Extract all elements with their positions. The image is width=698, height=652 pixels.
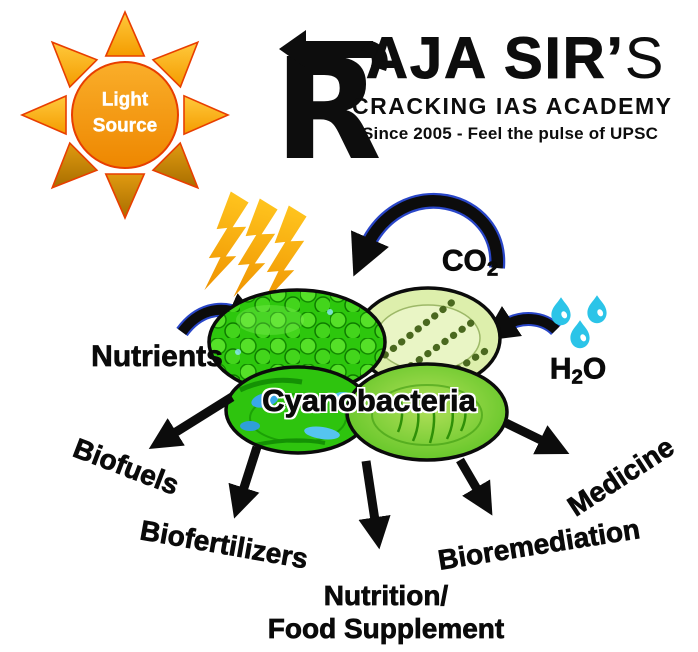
light-source-line2: Source <box>92 115 158 136</box>
sun-icon <box>19 9 231 221</box>
h2o-arrow-icon <box>482 306 561 341</box>
arrow-biofertilizers-icon <box>228 445 262 519</box>
light-source-label: Light Source <box>92 87 158 138</box>
nutrients-label: Nutrients <box>91 340 223 374</box>
logo-name-suffix: S <box>624 26 664 91</box>
h2o-label-h: H <box>549 352 572 386</box>
cyanobacteria-cells-image <box>207 286 509 462</box>
h2o-label: H2O <box>549 352 607 389</box>
co2-arrow-icon <box>351 192 506 277</box>
lightning-bolts-icon <box>204 191 307 305</box>
h2o-label-sub: 2 <box>571 366 583 389</box>
arrow-bioremediation-icon <box>456 457 493 516</box>
arrow-nutrition-icon <box>358 460 391 550</box>
arrow-biofuels-icon <box>148 393 235 450</box>
h2o-label-o: O <box>582 352 607 386</box>
logo-name-rest: AJA SIR’ <box>366 26 625 91</box>
water-droplets-icon <box>551 295 607 349</box>
nutrition-label-line1: Nutrition/ <box>323 579 449 612</box>
logo-r-arrow-icon: R <box>274 29 388 192</box>
arrow-medicine-icon <box>504 418 570 455</box>
logo-slogan: Since 2005 - Feel the pulse of UPSC <box>362 124 659 143</box>
co2-label-sub: 2 <box>486 258 499 281</box>
light-source-line1: Light <box>101 89 149 111</box>
logo-name: AJA SIR’S <box>366 29 664 88</box>
cyanobacteria-label: Cyanobacteria <box>262 383 476 419</box>
nutrition-label: Nutrition/ Food Supplement <box>267 579 505 645</box>
co2-label-base: CO <box>441 244 487 278</box>
co2-label: CO2 <box>441 244 499 281</box>
logo-tagline: CRACKING IAS ACADEMY <box>352 93 673 119</box>
nutrition-label-line2: Food Supplement <box>267 613 505 645</box>
